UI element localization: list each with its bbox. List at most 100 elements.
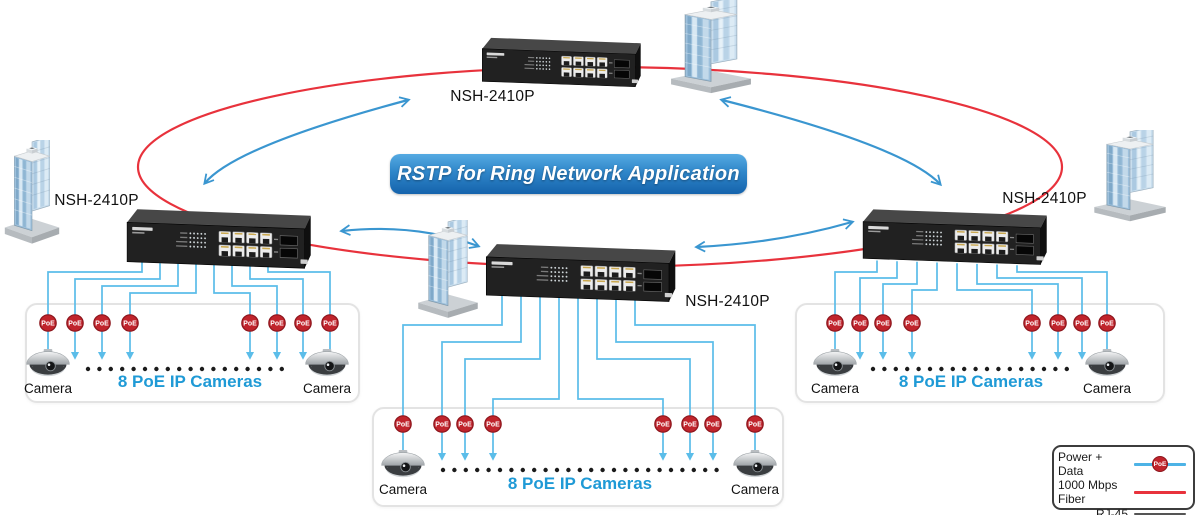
poe-badge-label: PoE — [270, 320, 284, 327]
dome-camera-icon — [379, 450, 427, 479]
legend-item: Power + Data PoE — [1058, 450, 1186, 478]
poe-badge — [681, 415, 699, 433]
poe-badge — [484, 415, 502, 433]
legend-label: 1000 Mbps Fiber — [1058, 478, 1118, 506]
poe-cable — [460, 296, 541, 461]
dome-camera-icon — [811, 349, 859, 378]
camera-label: Camera — [378, 482, 427, 497]
poe-cable — [577, 298, 668, 461]
poe-badge — [294, 314, 312, 332]
poe-badge — [704, 415, 722, 433]
legend-line-sample — [1134, 490, 1186, 494]
poe-badge-label: PoE — [296, 320, 310, 327]
legend-item: 1000 Mbps Fiber — [1058, 478, 1186, 506]
camera-label: Camera — [730, 482, 779, 497]
camera-label: Camera — [1082, 381, 1131, 396]
poe-cable — [47, 262, 143, 351]
poe-badge-label: PoE — [876, 320, 890, 327]
poe-badge-label: PoE — [458, 421, 472, 428]
legend-label: RJ-45 — [1095, 507, 1128, 515]
switch-model-label: NSH-2410P — [1002, 190, 1087, 207]
poe-badge-label: PoE — [905, 320, 919, 327]
poe-badge — [1049, 314, 1067, 332]
poe-badge-label: PoE — [68, 320, 82, 327]
legend-item: RJ-45 — [1058, 506, 1186, 515]
poe-badge — [1098, 314, 1116, 332]
poe-badge — [1073, 314, 1091, 332]
poe-badge-label: PoE — [41, 320, 55, 327]
poe-badge — [93, 314, 111, 332]
camera-group-caption: 8 PoE IP Cameras — [507, 474, 653, 493]
switch-model-label: NSH-2410P — [54, 192, 139, 209]
rstp-flow-arrow — [694, 218, 855, 253]
poe-cable — [996, 264, 1087, 360]
legend-panel: Power + Data PoE 1000 Mbps Fiber RJ-45 — [1052, 445, 1195, 515]
camera-group-caption: 8 PoE IP Cameras — [898, 372, 1044, 391]
switch-model-label: NSH-2410P — [450, 88, 535, 105]
poe-cable — [615, 299, 718, 461]
poe-badge — [851, 314, 869, 332]
building-icon — [1088, 130, 1172, 225]
poe-badge-label: PoE — [706, 421, 720, 428]
poe-badge — [654, 415, 672, 433]
switch-nsh-2410p — [121, 207, 325, 277]
poe-badge-label: PoE — [486, 421, 500, 428]
camera-label: Camera — [23, 381, 72, 396]
legend-poe-badge-label: PoE — [1153, 460, 1167, 468]
poe-badge — [903, 314, 921, 332]
poe-cable — [70, 263, 161, 360]
poe-badge-label: PoE — [1025, 320, 1039, 327]
poe-badge — [1023, 314, 1041, 332]
dome-camera-icon — [1083, 349, 1131, 378]
rstp-flow-arrow — [719, 96, 942, 187]
poe-badge — [39, 314, 57, 332]
diagram-title: RSTP for Ring Network Application — [390, 154, 747, 194]
camera-group-lines: PoE PoE PoE PoE PoE PoE PoE PoE — [39, 262, 339, 372]
poe-badge — [321, 314, 339, 332]
poe-badge — [746, 415, 764, 433]
poe-cable — [1016, 265, 1108, 351]
switch-nsh-2410p — [480, 242, 690, 310]
diagram-title-text: RSTP for Ring Network Application — [397, 162, 740, 185]
legend-line-sample — [1134, 513, 1186, 515]
poe-cable — [855, 261, 898, 360]
poe-cable — [634, 299, 756, 452]
building-icon — [664, 0, 758, 97]
poe-badge-label: PoE — [656, 421, 670, 428]
poe-cable — [437, 296, 522, 461]
switch-nsh-2410p — [857, 205, 1061, 275]
poe-badge — [874, 314, 892, 332]
poe-badge-label: PoE — [1051, 320, 1065, 327]
poe-badge — [456, 415, 474, 433]
dome-camera-icon — [731, 450, 779, 479]
poe-badge-label: PoE — [748, 421, 762, 428]
poe-badge-label: PoE — [396, 421, 410, 428]
poe-badge-label: PoE — [123, 320, 137, 327]
switch-nsh-2410p — [477, 36, 653, 94]
poe-cable — [97, 263, 179, 360]
switch-model-label: NSH-2410P — [685, 293, 770, 310]
poe-badge — [241, 314, 259, 332]
dome-camera-icon — [24, 349, 72, 378]
poe-cable — [267, 266, 331, 351]
poe-badge-label: PoE — [435, 421, 449, 428]
poe-badge — [121, 314, 139, 332]
poe-badge-label: PoE — [1075, 320, 1089, 327]
poe-badge-label: PoE — [95, 320, 109, 327]
poe-badge-label: PoE — [323, 320, 337, 327]
poe-badge-label: PoE — [853, 320, 867, 327]
poe-badge-label: PoE — [828, 320, 842, 327]
camera-group-caption: 8 PoE IP Cameras — [117, 372, 263, 391]
poe-badge-label: PoE — [243, 320, 257, 327]
legend-poe-badge: PoE — [1152, 456, 1168, 472]
poe-cable — [402, 295, 503, 452]
poe-cable — [907, 262, 938, 360]
legend-label: Power + Data — [1058, 450, 1103, 478]
poe-badge — [268, 314, 286, 332]
poe-cable — [488, 297, 560, 461]
poe-badge — [433, 415, 451, 433]
poe-badge — [826, 314, 844, 332]
